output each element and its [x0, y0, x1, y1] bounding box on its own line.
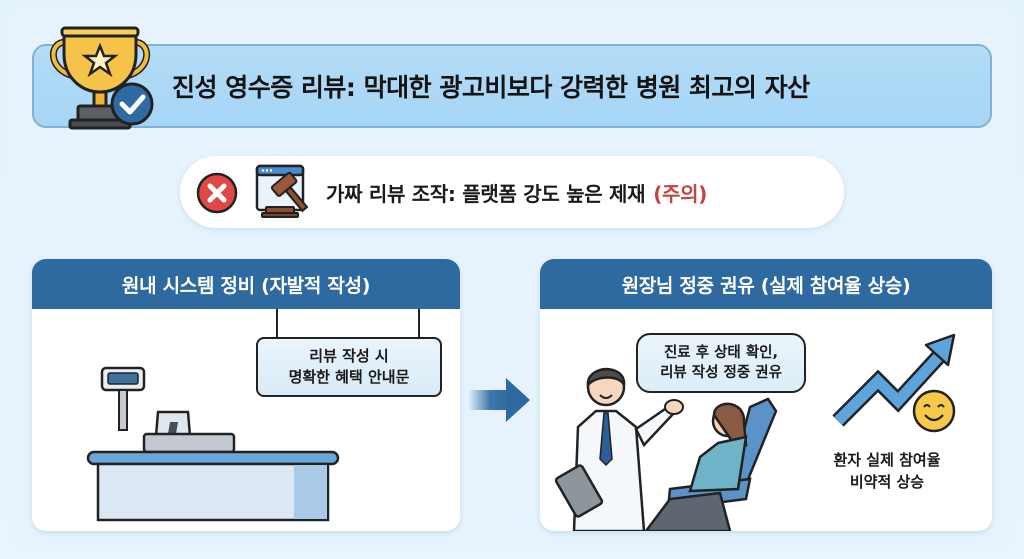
trend-up-arrow-icon [832, 333, 956, 433]
bubble-line: 리뷰 작성 정중 권유 [660, 365, 782, 381]
benefit-notice-sign: 리뷰 작성 시 명확한 혜택 안내문 [256, 337, 442, 397]
gavel-browser-icon [255, 164, 309, 218]
sign-line: 리뷰 작성 시 [309, 347, 389, 365]
panel-system-setup: 원내 시스템 정비 (자발적 작성) 리뷰 작성 시 명확한 혜택 안내문 [32, 259, 460, 531]
warning-message: 가짜 리뷰 조작: 플랫폼 강도 높은 제재 [326, 181, 646, 206]
reception-desk-icon [86, 366, 340, 522]
title-banner [32, 44, 992, 128]
warning-text: 가짜 리뷰 조작: 플랫폼 강도 높은 제재 (주의) [326, 170, 707, 214]
trophy-check-icon [49, 26, 154, 130]
result-line: 비약적 상승 [849, 473, 925, 491]
x-circle-icon [196, 172, 238, 214]
sign-line: 명확한 혜택 안내문 [288, 368, 410, 386]
doctor-patient-icon [554, 367, 778, 531]
sign-wire [276, 309, 278, 343]
result-text: 환자 실제 참여율 비약적 상승 [802, 449, 972, 493]
result-line: 환자 실제 참여율 [833, 451, 941, 469]
panel-doctor-recommend: 원장님 정중 권유 (실제 참여율 상승) 진료 후 상태 확인, 리뷰 작성 … [540, 259, 992, 531]
panel-header: 원장님 정중 권유 (실제 참여율 상승) [540, 259, 992, 309]
panel-body: 진료 후 상태 확인, 리뷰 작성 정중 권유 환자 실제 참여율 비약적 상승 [540, 309, 992, 531]
panel-header: 원내 시스템 정비 (자발적 작성) [32, 259, 460, 309]
panel-body: 리뷰 작성 시 명확한 혜택 안내문 [32, 309, 460, 531]
flow-arrow-icon [468, 378, 530, 422]
smiley-icon [912, 389, 956, 433]
caution-label: (주의) [653, 181, 708, 206]
bubble-line: 진료 후 상태 확인, [663, 345, 779, 361]
sign-wire [418, 309, 420, 343]
speech-bubble: 진료 후 상태 확인, 리뷰 작성 정중 권유 [636, 333, 806, 393]
page-title: 진성 영수증 리뷰: 막대한 광고비보다 강력한 병원 최고의 자산 [172, 73, 810, 102]
